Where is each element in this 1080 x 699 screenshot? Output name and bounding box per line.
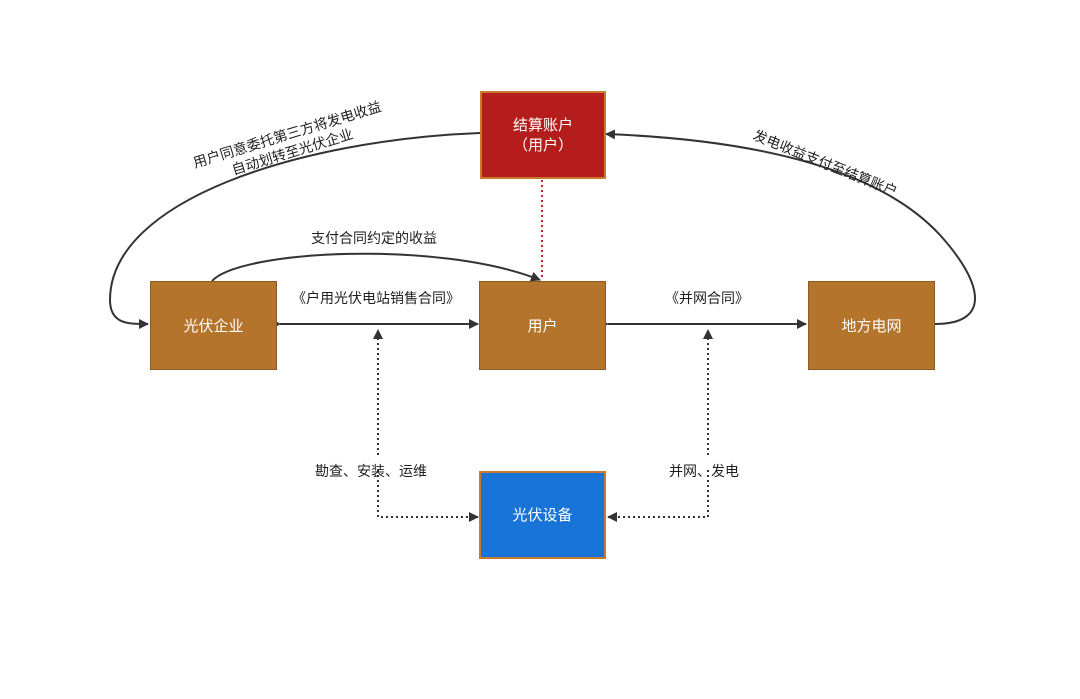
sales-contract-label: 《户用光伏电站销售合同》 [292, 291, 460, 307]
survey-install-label: 勘查、安装、运维 [315, 464, 427, 480]
user-label: 用户 [527, 316, 558, 335]
arc-grid-to-settlement [605, 129, 976, 325]
pv-company-label: 光伏企业 [183, 316, 244, 335]
user-node: 用户 [479, 281, 606, 370]
pay-contract-label: 支付合同约定的收益 [311, 231, 437, 247]
arc-settlement-to-company [108, 132, 481, 330]
settlement-account-label: 结算账户 [512, 116, 573, 134]
dotted-survey-to-contract [377, 470, 479, 522]
settlement-account-sublabel: （用户） [512, 136, 573, 154]
grid-label: 地方电网 [841, 316, 902, 335]
pv-equipment-label: 光伏设备 [512, 506, 573, 524]
grid-contract-label: 《并网合同》 [665, 291, 749, 307]
settlement-account-node: 结算账户 （用户） [480, 91, 606, 179]
grid-node: 地方电网 [808, 281, 935, 370]
pv-equipment-node: 光伏设备 [479, 471, 606, 559]
grid-connect-label: 并网、发电 [669, 464, 739, 480]
dotted-grid-connect-to-equipment [607, 470, 709, 522]
pv-company-node: 光伏企业 [150, 281, 277, 370]
arc-company-to-user [211, 252, 541, 282]
